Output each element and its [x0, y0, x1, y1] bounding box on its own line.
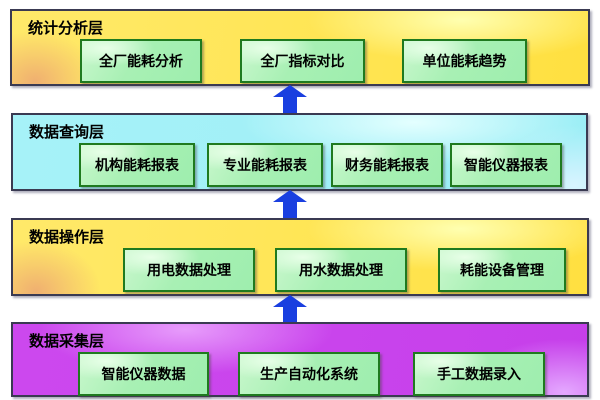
layer-statistical-analysis: 统计分析层 全厂能耗分析 全厂指标对比 单位能耗趋势 [10, 9, 590, 86]
layer-title-data-acquisition: 数据采集层 [29, 332, 105, 350]
node-quanchang-zhibiao-duibi[interactable]: 全厂指标对比 [240, 39, 365, 83]
layer-nodes-data-acquisition: 智能仪器数据 生产自动化系统 手工数据录入 [13, 352, 587, 396]
node-haoneng-shebei-guanli[interactable]: 耗能设备管理 [438, 248, 566, 292]
node-yongshui-shuju-chuli[interactable]: 用水数据处理 [275, 248, 407, 292]
layer-nodes-data-query: 机构能耗报表 专业能耗报表 财务能耗报表 智能仪器报表 [13, 143, 586, 187]
node-jigou-nenghao-baobiao[interactable]: 机构能耗报表 [79, 143, 195, 187]
layer-title-data-operation: 数据操作层 [29, 228, 105, 246]
node-shengchan-zidonghua-xitong[interactable]: 生产自动化系统 [238, 352, 380, 396]
arrow-up-from-data-query-to-statistical-analysis [272, 85, 308, 114]
layer-title-statistical-analysis: 统计分析层 [28, 19, 104, 37]
node-caiwu-nenghao-baobiao[interactable]: 财务能耗报表 [331, 143, 443, 187]
layer-nodes-statistical-analysis: 全厂能耗分析 全厂指标对比 单位能耗趋势 [12, 39, 588, 83]
arrow-up-from-data-acquisition-to-data-operation [272, 295, 308, 323]
node-shougong-shuju-luru[interactable]: 手工数据录入 [413, 352, 545, 396]
node-zhineng-yiqi-shuju[interactable]: 智能仪器数据 [78, 352, 209, 396]
layer-nodes-data-operation: 用电数据处理 用水数据处理 耗能设备管理 [13, 248, 587, 292]
arrow-up-from-data-operation-to-data-query [272, 190, 308, 219]
node-zhuanye-nenghao-baobiao[interactable]: 专业能耗报表 [207, 143, 323, 187]
node-danwei-nenghao-qushi[interactable]: 单位能耗趋势 [402, 39, 527, 83]
layer-data-query: 数据查询层 机构能耗报表 专业能耗报表 财务能耗报表 智能仪器报表 [11, 113, 588, 191]
node-zhineng-yiqi-baobiao[interactable]: 智能仪器报表 [450, 143, 562, 187]
node-yongdian-shuju-chuli[interactable]: 用电数据处理 [123, 248, 255, 292]
node-quanchang-nenghao-fenxi[interactable]: 全厂能耗分析 [80, 39, 202, 83]
layer-data-acquisition: 数据采集层 智能仪器数据 生产自动化系统 手工数据录入 [11, 322, 589, 397]
layer-title-data-query: 数据查询层 [29, 123, 105, 141]
layer-data-operation: 数据操作层 用电数据处理 用水数据处理 耗能设备管理 [11, 218, 589, 296]
